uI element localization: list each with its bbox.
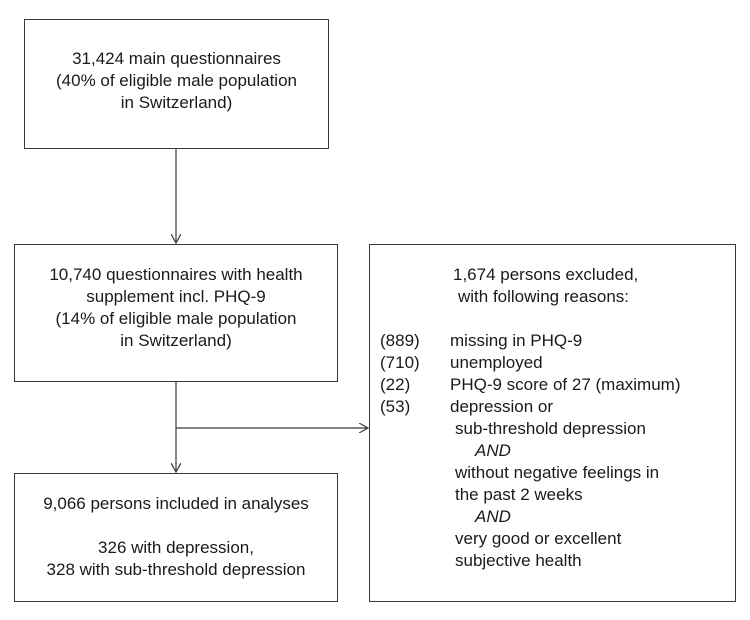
reason-text: depression or xyxy=(450,397,554,416)
box1-line-2: (40% of eligible male population xyxy=(56,71,297,90)
reason-continuation: very good or excellent xyxy=(455,529,622,548)
reason-continuation: the past 2 weeks xyxy=(455,485,583,504)
exclusion-title-1: 1,674 persons excluded, xyxy=(453,265,639,284)
reason-and-connector: AND xyxy=(475,507,511,526)
reason-text: PHQ-9 score of 27 (maximum) xyxy=(450,375,681,394)
reason-continuation: sub-threshold depression xyxy=(455,419,646,438)
reason-count: (53) xyxy=(380,397,411,416)
reason-row: (53) depression or xyxy=(380,396,735,418)
box2-line-1: 10,740 questionnaires with health xyxy=(49,265,303,284)
box-main-questionnaires: 31,424 main questionnaires (40% of eligi… xyxy=(24,19,329,149)
reason-continuation: without negative feelings in xyxy=(455,463,660,482)
box1-line-1: 31,424 main questionnaires xyxy=(72,49,281,68)
reason-row: (22) PHQ-9 score of 27 (maximum) xyxy=(380,374,735,396)
box-excluded-persons: 1,674 persons excluded, with following r… xyxy=(369,244,736,602)
reason-row: (889) missing in PHQ-9 xyxy=(380,330,735,352)
reason-count: (22) xyxy=(380,375,411,394)
exclusion-spacer xyxy=(380,308,735,330)
box3-line-1: 9,066 persons included in analyses xyxy=(43,494,309,513)
box3-line-2: 326 with depression, xyxy=(98,538,254,557)
reason-text: unemployed xyxy=(450,353,543,372)
box3-spacer xyxy=(15,515,337,537)
box1-line-3: in Switzerland) xyxy=(120,93,233,112)
reason-and-connector: AND xyxy=(475,441,511,460)
box-health-supplement: 10,740 questionnaires with health supple… xyxy=(14,244,338,382)
box2-line-2: supplement incl. PHQ-9 xyxy=(86,287,266,306)
box2-line-4: in Switzerland) xyxy=(120,331,232,350)
reason-continuation: subjective health xyxy=(455,551,582,570)
reason-count: (710) xyxy=(380,353,420,372)
exclusion-title-2: with following reasons: xyxy=(458,287,630,306)
box2-line-3: (14% of eligible male population xyxy=(55,309,297,328)
box-included-analyses: 9,066 persons included in analyses 326 w… xyxy=(14,473,338,602)
reason-count: (889) xyxy=(380,331,420,350)
reason-text: missing in PHQ-9 xyxy=(450,331,583,350)
reason-row: (710) unemployed xyxy=(380,352,735,374)
box3-line-3: 328 with sub-threshold depression xyxy=(46,560,306,579)
